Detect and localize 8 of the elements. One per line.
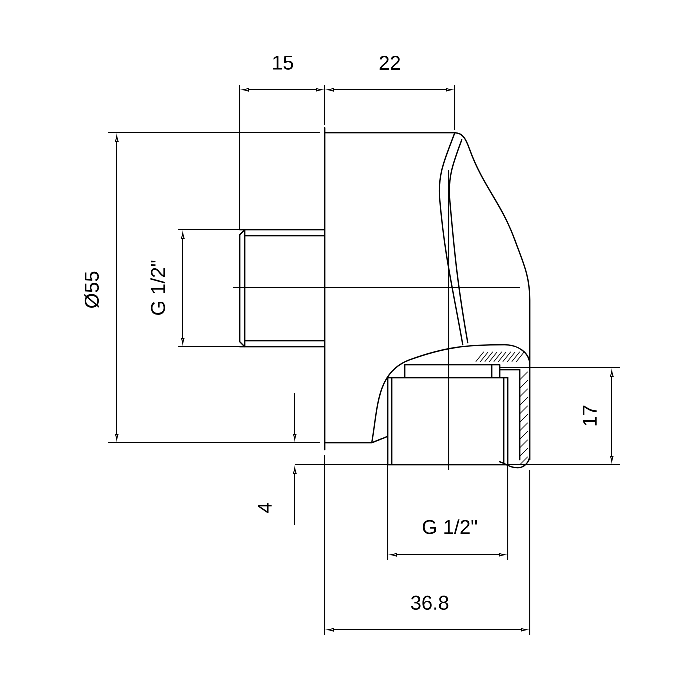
dimension-label: 15 — [273, 56, 294, 70]
dimension-label: 22 — [380, 56, 400, 70]
dimension-label: G 1/2" — [423, 520, 478, 534]
dimension-label: Ø55 — [84, 272, 100, 308]
dimension-label: 17 — [583, 406, 597, 426]
dimension-label: 4 — [258, 503, 272, 514]
dimension-label: 36.8 — [411, 596, 449, 610]
dimension-label: G 1/2" — [150, 260, 166, 315]
